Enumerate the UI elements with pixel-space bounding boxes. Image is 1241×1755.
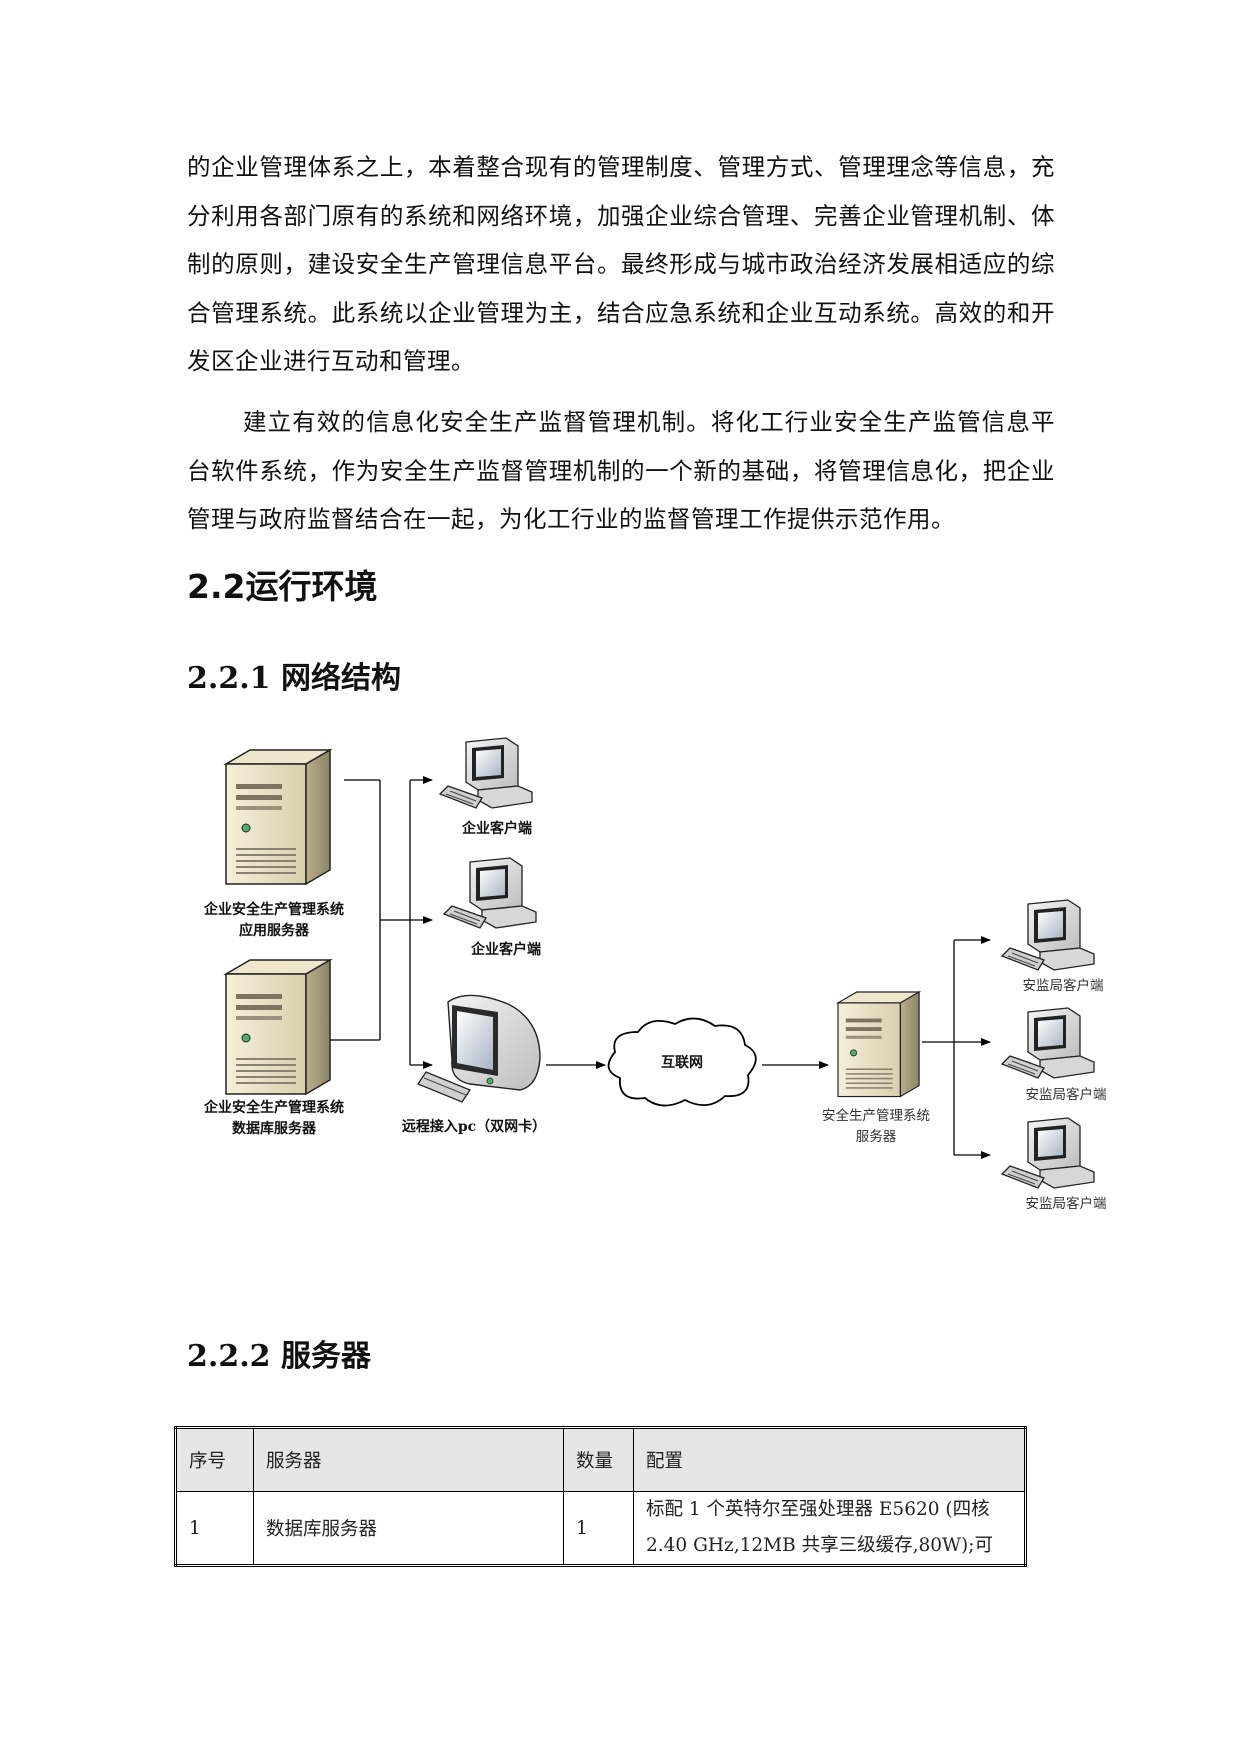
bureau-client-3-icon — [1001, 1117, 1095, 1189]
app-server-icon — [225, 749, 331, 885]
header-server: 服务器 — [253, 1427, 564, 1492]
central-server-label-1: 安全生产管理系统 — [822, 1107, 930, 1124]
cell-config: 标配 1 个英特尔至强处理器 E5620 (四核 2.40 GHz,12MB 共… — [633, 1491, 1026, 1566]
remote-pc-label: 远程接入pc（双网卡） — [402, 1118, 546, 1135]
internet-label: 互联网 — [661, 1055, 703, 1071]
server-spec-table: 序号 服务器 数量 配置 1 数据库服务器 1 标配 1 个英特尔至强处理器 E… — [174, 1426, 1027, 1567]
table-row: 1 数据库服务器 1 标配 1 个英特尔至强处理器 E5620 (四核 2.40… — [175, 1491, 1026, 1566]
bureau-client-3-label: 安监局客户端 — [1026, 1195, 1107, 1212]
subsection-heading-network: 2.2.1 网络结构 — [187, 661, 401, 696]
bureau-client-1-label: 安监局客户端 — [1023, 977, 1104, 994]
enterprise-client-1-icon — [439, 737, 533, 809]
cell-server: 数据库服务器 — [253, 1491, 564, 1566]
config-line-1: 标配 1 个英特尔至强处理器 E5620 (四核 — [646, 1499, 990, 1520]
app-server-label-2: 应用服务器 — [239, 922, 310, 939]
enterprise-client-1-label: 企业客户端 — [461, 820, 532, 837]
cell-quantity: 1 — [563, 1491, 634, 1566]
db-server-label-1: 企业安全生产管理系统 — [203, 1099, 344, 1116]
intro-paragraph: 的企业管理体系之上，本着整合现有的管理制度、管理方式、管理理念等信息，充分利用各… — [187, 153, 1055, 375]
app-server-label-1: 企业安全生产管理系统 — [203, 901, 344, 918]
config-line-2: 2.40 GHz,12MB 共享三级缓存,80W);可 — [646, 1535, 993, 1556]
bureau-client-2-icon — [1001, 1007, 1095, 1079]
bureau-client-2-label: 安监局客户端 — [1026, 1086, 1107, 1103]
bureau-client-1-icon — [1001, 899, 1095, 971]
db-server-icon — [225, 959, 331, 1095]
enterprise-client-2-icon — [443, 857, 537, 929]
db-server-label-2: 数据库服务器 — [232, 1120, 317, 1137]
cell-index: 1 — [175, 1491, 254, 1566]
subsection-heading-server: 2.2.2 服务器 — [187, 1339, 371, 1374]
table-header-row: 序号 服务器 数量 配置 — [175, 1427, 1026, 1492]
enterprise-client-2-label: 企业客户端 — [470, 941, 541, 958]
remote-pc-icon — [417, 994, 541, 1103]
internet-cloud-icon — [607, 1017, 757, 1107]
central-server-label-2: 服务器 — [856, 1129, 897, 1145]
central-server-icon — [837, 991, 920, 1098]
header-quantity: 数量 — [563, 1427, 634, 1492]
header-index: 序号 — [175, 1427, 254, 1492]
section-heading-runtime-environment: 2.2运行环境 — [187, 567, 378, 606]
mechanism-paragraph: 建立有效的信息化安全生产监督管理机制。将化工行业安全生产监管信息平台软件系统，作… — [187, 408, 1055, 533]
header-config: 配置 — [633, 1427, 1026, 1492]
